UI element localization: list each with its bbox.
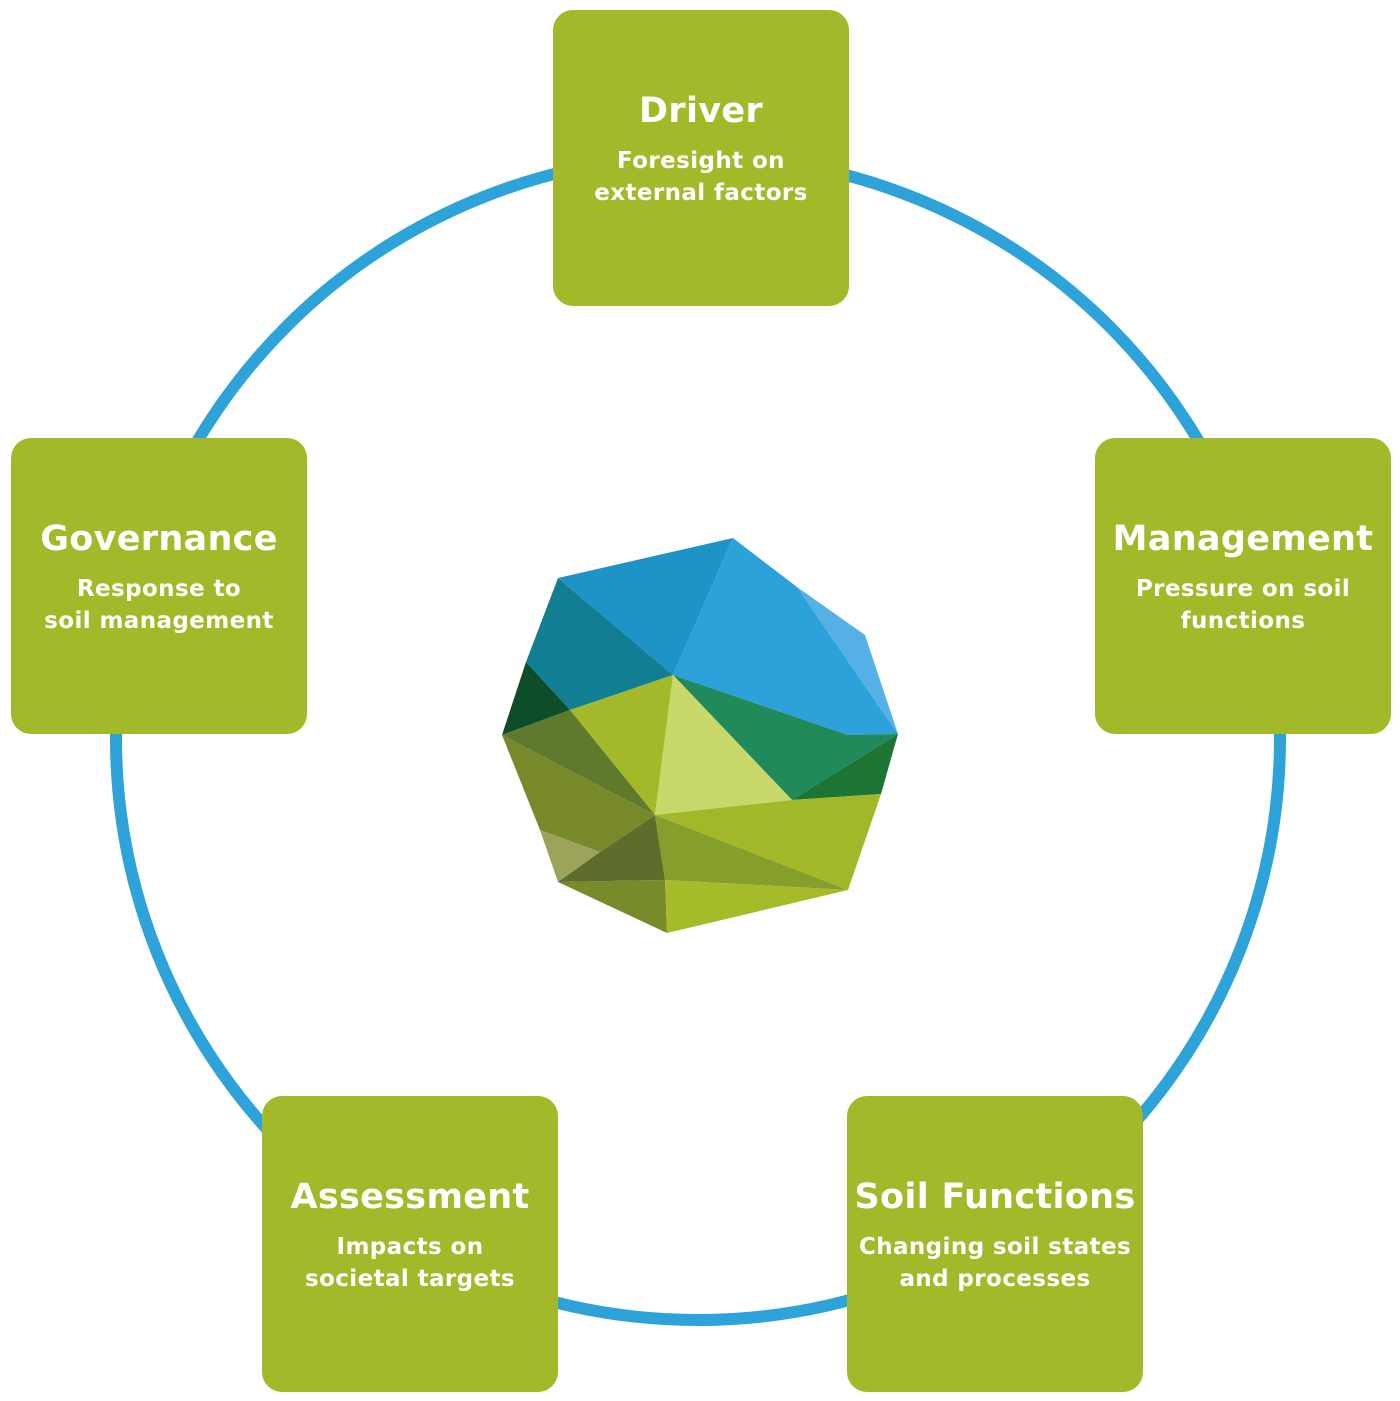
governance-title: Governance: [40, 519, 278, 559]
faceted-polyhedron-logo-icon: [502, 538, 898, 933]
governance-box: Governance Response to soil management: [11, 438, 307, 734]
soil-functions-title: Soil Functions: [854, 1177, 1136, 1217]
management-box: Management Pressure on soil functions: [1095, 438, 1391, 734]
driver-box: Driver Foresight on external factors: [553, 10, 849, 306]
driver-title: Driver: [639, 91, 763, 131]
soil-functions-description: Changing soil states and processes: [858, 1234, 1132, 1292]
assessment-title: Assessment: [290, 1177, 530, 1217]
driver-description: Foresight on external factors: [594, 148, 808, 206]
assessment-description: Impacts on societal targets: [304, 1234, 516, 1292]
governance-description: Response to soil management: [44, 576, 274, 634]
management-description: Pressure on soil functions: [1135, 576, 1351, 634]
assessment-box: Assessment Impacts on societal targets: [262, 1096, 558, 1392]
management-title: Management: [1112, 519, 1374, 559]
soil-functions-box: Soil Functions Changing soil states and …: [847, 1096, 1143, 1392]
